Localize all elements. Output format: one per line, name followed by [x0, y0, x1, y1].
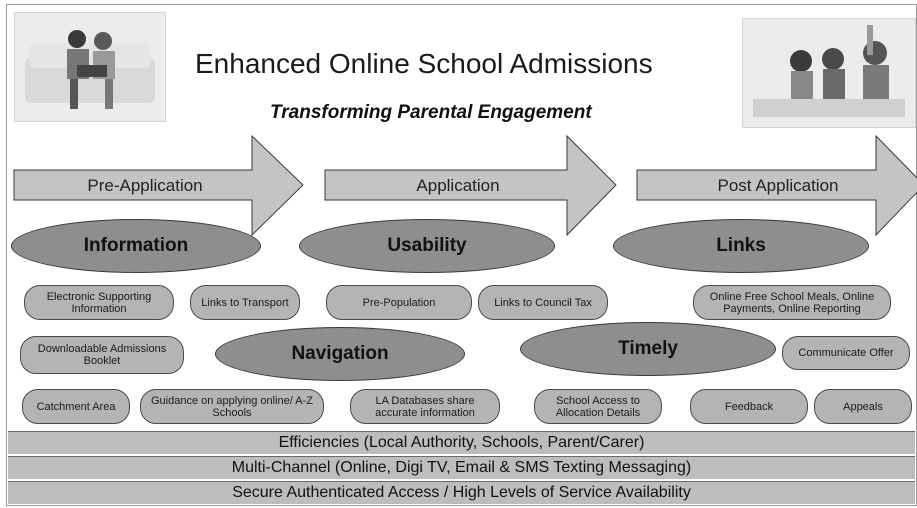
feature-electronic-supporting-information: Electronic Supporting Information	[24, 285, 174, 320]
theme-links: Links	[613, 219, 869, 273]
arrow-label-post-application: Post Application	[717, 176, 839, 195]
theme-navigation: Navigation	[215, 327, 465, 381]
feature-communicate-offer: Communicate Offer	[782, 336, 910, 370]
band-multi-channel: Multi-Channel (Online, Digi TV, Email & …	[8, 456, 915, 479]
page-title: Enhanced Online School Admissions	[195, 48, 653, 79]
children-at-desk-photo	[742, 18, 916, 128]
feature-downloadable-admissions-booklet: Downloadable Admissions Booklet	[20, 336, 184, 374]
feature-school-access-allocation: School Access to Allocation Details	[534, 389, 662, 424]
feature-links-to-transport: Links to Transport	[190, 285, 300, 320]
arrow-pre-application	[13, 134, 304, 237]
band-secure-access: Secure Authenticated Access / High Level…	[8, 481, 915, 504]
feature-appeals: Appeals	[814, 389, 912, 424]
sofa-illustration	[25, 30, 155, 109]
classroom-illustration	[753, 25, 905, 117]
feature-pre-population: Pre-Population	[326, 285, 472, 320]
arrow-label-application: Application	[416, 176, 500, 195]
theme-information: Information	[11, 219, 261, 273]
theme-usability: Usability	[299, 219, 555, 273]
feature-guidance-applying-online: Guidance on applying online/ A-Z Schools	[140, 389, 324, 424]
page-subtitle: Transforming Parental Engagement	[270, 102, 592, 123]
feature-online-free-school-meals: Online Free School Meals, Online Payment…	[693, 285, 891, 320]
theme-timely: Timely	[520, 322, 776, 376]
feature-la-databases-share: LA Databases share accurate information	[350, 389, 500, 424]
arrow-post-application	[636, 134, 917, 237]
feature-catchment-area: Catchment Area	[22, 389, 130, 424]
band-efficiencies: Efficiencies (Local Authority, Schools, …	[8, 431, 915, 454]
arrow-label-pre-application: Pre-Application	[87, 176, 203, 195]
parents-on-sofa-photo	[14, 12, 166, 122]
feature-feedback: Feedback	[690, 389, 808, 424]
arrow-application	[324, 134, 617, 237]
feature-links-to-council-tax: Links to Council Tax	[478, 285, 608, 320]
